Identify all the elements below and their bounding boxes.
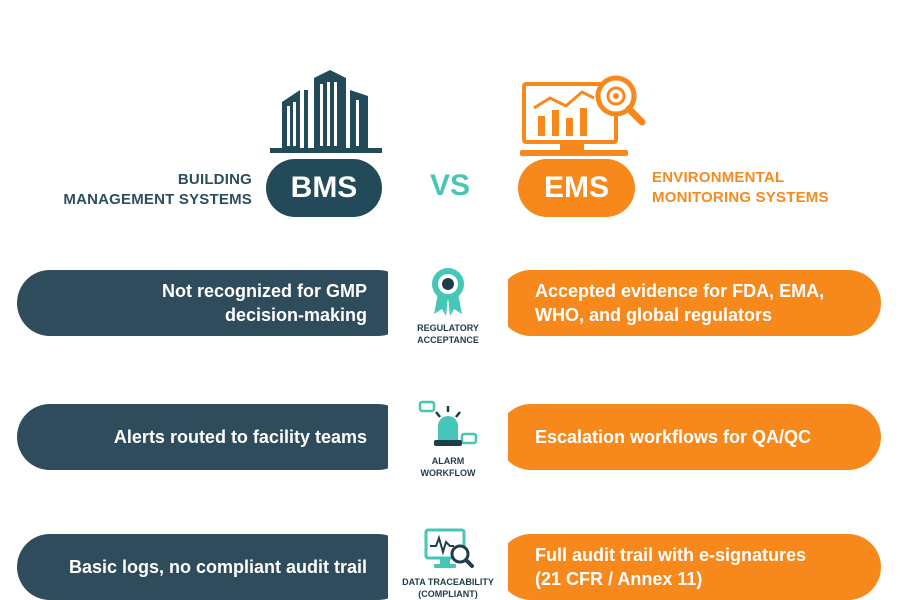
row-1-bms-text: Not recognized for GMP decision-making	[161, 281, 367, 325]
row-1-category-line-2: ACCEPTANCE	[417, 335, 479, 345]
row-3-bms-bar: Basic logs, no compliant audit trail	[17, 534, 411, 600]
row-2-ems-bar: Escalation workflows for QA/QC	[498, 404, 881, 470]
row-3-bms-text: Basic logs, no compliant audit trail	[68, 557, 367, 577]
award-ribbon-icon	[432, 268, 464, 316]
bms-badge: BMS	[266, 159, 382, 217]
ems-full-name-line-1: ENVIRONMENTAL	[652, 169, 785, 186]
ems-full-name-line-2: MONITORING SYSTEMS	[652, 189, 829, 206]
monitor-search-icon	[424, 528, 474, 568]
row-2-category-label: ALARM WORKFLOW	[388, 455, 508, 479]
row-3-category-line-1: DATA TRACEABILITY	[402, 577, 494, 587]
row-3-ems-text: Full audit trail with e-signatures (21 C…	[535, 545, 807, 589]
row-2-ems-text: Escalation workflows for QA/QC	[535, 427, 812, 447]
bms-full-name-line-2: MANAGEMENT SYSTEMS	[63, 191, 252, 208]
bms-abbr: BMS	[290, 171, 358, 204]
building-icon	[270, 70, 382, 153]
ems-badge: EMS	[518, 159, 635, 217]
ems-abbr: EMS	[543, 171, 609, 204]
monitor-chart-magnifier-icon	[520, 75, 646, 156]
row-2-category-line-1: ALARM	[431, 456, 465, 466]
row-3-category-line-2: (COMPLIANT)	[418, 589, 478, 599]
row-1-bms-bar: Not recognized for GMP decision-making	[17, 270, 411, 336]
row-1-ems-text: Accepted evidence for FDA, EMA, WHO, and…	[535, 281, 825, 325]
row-2-category-line-2: WORKFLOW	[420, 468, 476, 478]
row-3-ems-bar: Full audit trail with e-signatures (21 C…	[498, 534, 881, 600]
bms-full-name: BUILDING MANAGEMENT SYSTEMS	[20, 170, 252, 210]
bms-full-name-line-1: BUILDING	[177, 171, 252, 188]
row-1-category-line-1: REGULATORY	[417, 323, 479, 333]
row-2-bms-bar: Alerts routed to facility teams	[17, 404, 411, 470]
vs-label: VS	[429, 169, 471, 202]
row-1-ems-bar: Accepted evidence for FDA, EMA, WHO, and…	[498, 270, 881, 336]
row-1-category-label: REGULATORY ACCEPTANCE	[388, 322, 508, 346]
row-3-category-label: DATA TRACEABILITY (COMPLIANT)	[388, 576, 508, 600]
ems-full-name: ENVIRONMENTAL MONITORING SYSTEMS	[652, 168, 892, 208]
alarm-siren-icon	[418, 400, 478, 446]
row-2-bms-text: Alerts routed to facility teams	[113, 427, 367, 447]
